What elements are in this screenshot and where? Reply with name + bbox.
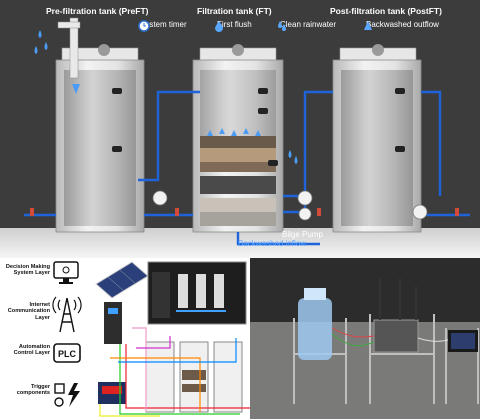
valves: [112, 88, 405, 166]
legend-first-flush: First flush: [214, 20, 252, 32]
automation-layer-label: Automation Control Layer: [13, 344, 50, 357]
filter-tank-title: Filtration tank (FT): [197, 6, 272, 16]
system-layers-diagram: Decision Making System Layer Internet Co…: [0, 258, 250, 419]
legend-backwashed-outflow-label: Backwashed outflow: [366, 20, 439, 29]
tank-schematic: Pre-filtration tank (PreFT) Filtration t…: [0, 0, 480, 258]
trigger-layer-label: Trigger components: [16, 384, 50, 397]
postfilter-tank: [332, 44, 422, 233]
prototype-photo-drawing: [250, 258, 480, 419]
bilge-pump-label: Bilge Pump: [282, 230, 323, 239]
legend-clean-rainwater: Clean rainwater: [277, 20, 337, 31]
sensor-icon: [52, 380, 86, 415]
tap-handles: [30, 208, 459, 216]
legend-system-timer: System timer: [137, 20, 187, 32]
legend-backwashed-outflow: Backwashed outflow: [363, 20, 439, 30]
legend-system-timer-label: System timer: [140, 20, 187, 29]
water-flow-drops: [34, 30, 298, 164]
filter-tank: [192, 44, 284, 233]
plc-icon: PLC: [52, 342, 82, 369]
pumps: [152, 190, 428, 221]
svg-text:PLC: PLC: [58, 349, 77, 359]
pipes: [24, 90, 470, 246]
internet-layer-label: Internet Communication Layer: [7, 302, 50, 321]
antenna-tower-icon: [52, 294, 82, 339]
prefilter-tank-title: Pre-filtration tank (PreFT): [46, 6, 149, 16]
postfilter-tank-title: Post-filtration tank (PostFT): [330, 6, 442, 16]
backwashed-inflow-label: Backwashed inflow: [238, 239, 307, 248]
tank-schematic-drawing: [0, 17, 480, 258]
equipment-collage: [95, 261, 250, 417]
monitor-icon: [52, 260, 82, 293]
legend-clean-rainwater-label: Clean rainwater: [280, 20, 337, 29]
prefilter-tank: [55, 17, 145, 233]
legend-first-flush-label: First flush: [217, 20, 252, 29]
prototype-photo: [250, 258, 480, 419]
decision-layer-label: Decision Making System Layer: [5, 264, 50, 277]
